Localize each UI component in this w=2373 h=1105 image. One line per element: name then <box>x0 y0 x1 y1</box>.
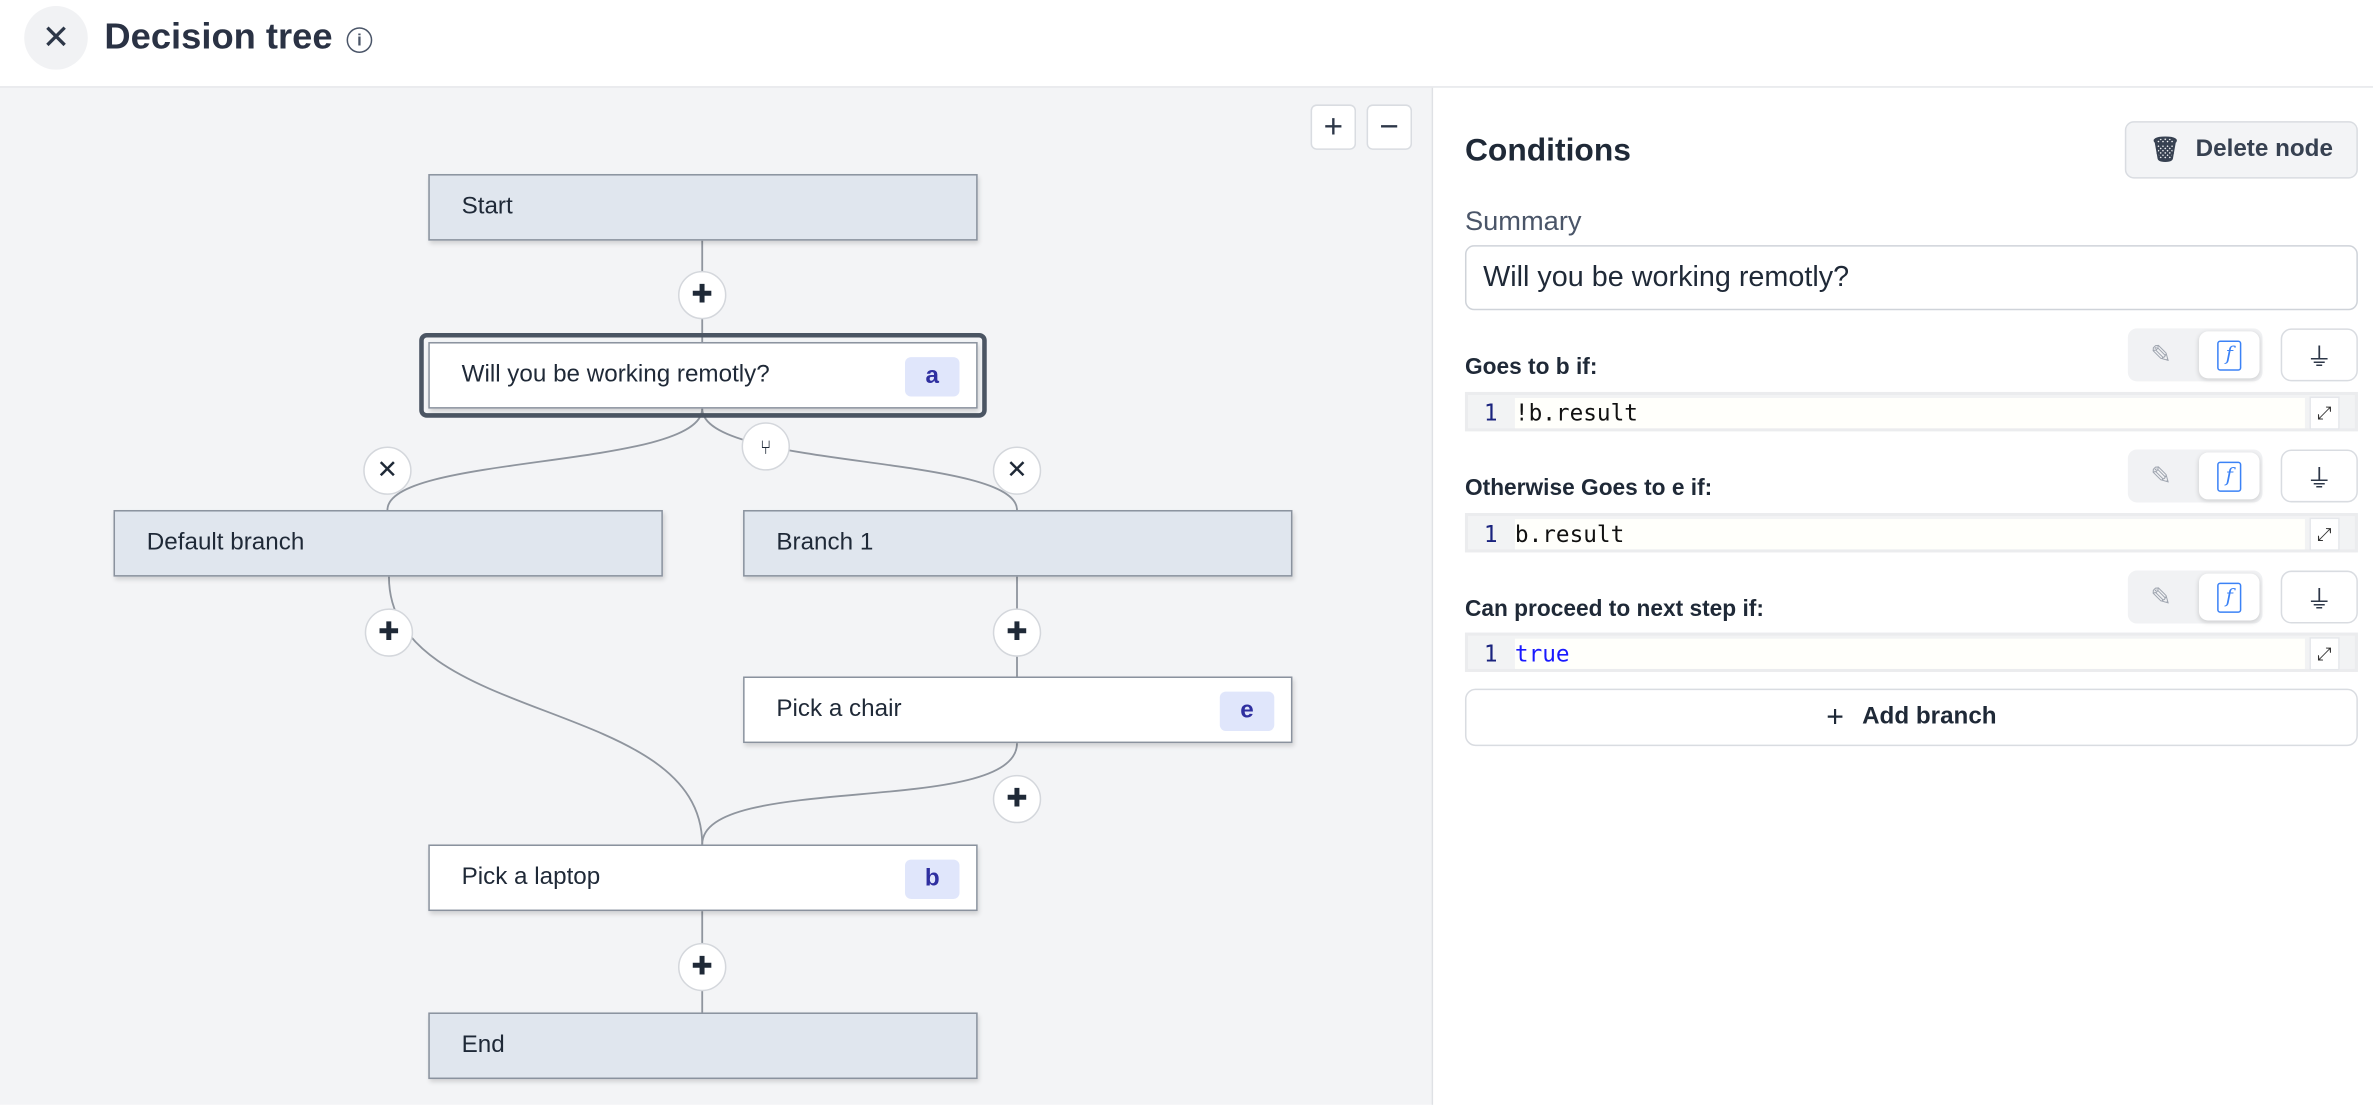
node-default-branch[interactable]: Default branch <box>113 510 663 577</box>
pencil-icon[interactable]: ✎ <box>2150 460 2172 490</box>
pencil-icon[interactable]: ✎ <box>2150 581 2172 611</box>
plus-icon: ✚ <box>691 951 714 981</box>
edge-default-laptop <box>388 576 704 845</box>
mode-toggle-group: ✎ f <box>2127 570 2263 624</box>
plus-icon: ✚ <box>1006 783 1028 813</box>
formula-button[interactable]: f <box>2198 452 2260 500</box>
plug-button[interactable]: ⏚ <box>2280 328 2358 382</box>
line-number: 1 <box>1483 520 1498 548</box>
remove-branch-button[interactable]: ✕ <box>363 446 412 495</box>
line-number: 1 <box>1483 399 1498 427</box>
node-end[interactable]: End <box>428 1012 978 1080</box>
zoom-in-button[interactable]: + <box>1310 104 1357 150</box>
close-icon: ✕ <box>1006 455 1028 485</box>
add-node-button[interactable]: ✚ <box>678 942 727 992</box>
node-label: Will you be working remotly? <box>461 361 770 388</box>
code-editor[interactable]: 1 true ⤢ <box>1464 632 2358 672</box>
node-label: Branch 1 <box>776 529 874 556</box>
mode-toggle-group: ✎ f <box>2127 328 2263 382</box>
condition-label: Can proceed to next step if: <box>1464 596 1764 623</box>
code-text[interactable]: true <box>1514 638 2305 669</box>
trash-icon: 🗑 <box>2149 137 2181 164</box>
conditions-panel: Conditions 🗑 Delete node Summary Will you… <box>1433 87 2373 1105</box>
code-text[interactable]: !b.result <box>1514 398 2305 429</box>
node-start[interactable]: Start <box>428 174 978 241</box>
close-icon: ✕ <box>376 455 399 485</box>
edge-question-branch1 <box>701 408 1018 511</box>
panel-title: Conditions <box>1464 133 1631 168</box>
plus-icon: + <box>1826 699 1844 734</box>
plus-icon: ✚ <box>691 279 714 309</box>
plug-button[interactable]: ⏚ <box>2280 570 2358 624</box>
add-node-button[interactable]: ✚ <box>364 608 414 657</box>
line-number: 1 <box>1483 640 1498 668</box>
node-label: Start <box>461 193 513 220</box>
plug-icon: ⏚ <box>2306 343 2333 373</box>
add-node-button[interactable]: ✚ <box>678 270 727 320</box>
node-pick-chair[interactable]: Pick a chair e <box>743 676 1293 744</box>
page-title: Decision tree <box>104 16 333 58</box>
pencil-icon[interactable]: ✎ <box>2150 339 2172 369</box>
plug-icon: ⏚ <box>2306 464 2333 494</box>
close-icon: ✕ <box>42 18 70 56</box>
plug-button[interactable]: ⏚ <box>2280 449 2358 503</box>
node-question[interactable]: Will you be working remotly? a <box>428 342 978 409</box>
code-editor[interactable]: 1 !b.result ⤢ <box>1464 391 2358 432</box>
add-node-button[interactable]: ✚ <box>992 608 1042 657</box>
close-button[interactable]: ✕ <box>24 6 88 70</box>
function-icon: f <box>2217 339 2242 371</box>
node-label: End <box>461 1032 505 1058</box>
add-branch-label: Add branch <box>1862 703 1997 730</box>
plus-icon: ✚ <box>378 617 400 647</box>
selected-outline <box>419 332 987 418</box>
formula-button[interactable]: f <box>2198 573 2260 621</box>
flow-canvas[interactable]: + − Start ✚ Will you be working remotly?… <box>0 87 1434 1105</box>
condition-label: Otherwise Goes to e if: <box>1464 475 1713 501</box>
formula-button[interactable]: f <box>2198 331 2260 379</box>
node-label: Pick a chair <box>776 696 902 722</box>
code-editor[interactable]: 1 b.result ⤢ <box>1464 513 2358 553</box>
summary-label: Summary <box>1464 205 1582 237</box>
expand-icon[interactable]: ⤢ <box>2309 396 2340 430</box>
node-badge: e <box>1219 691 1275 731</box>
plug-icon: ⏚ <box>2306 585 2333 615</box>
delete-node-button[interactable]: 🗑 Delete node <box>2124 121 2358 179</box>
add-branch-node-button[interactable]: ⑂ <box>741 422 790 471</box>
node-label: Default branch <box>146 529 305 556</box>
expand-icon[interactable]: ⤢ <box>2309 637 2340 671</box>
expand-icon[interactable]: ⤢ <box>2309 517 2340 551</box>
function-icon: f <box>2217 581 2242 613</box>
code-text[interactable]: b.result <box>1514 519 2305 550</box>
condition-label: Goes to b if: <box>1464 354 1598 380</box>
edge-question-default <box>386 408 704 511</box>
remove-branch-button[interactable]: ✕ <box>992 446 1042 495</box>
function-icon: f <box>2217 460 2242 492</box>
info-icon[interactable]: i <box>346 27 373 53</box>
summary-input[interactable]: Will you be working remotly? <box>1464 245 2358 311</box>
edge-chair-laptop <box>701 743 1018 845</box>
zoom-out-button[interactable]: − <box>1366 104 1413 150</box>
node-branch-1[interactable]: Branch 1 <box>743 510 1293 577</box>
connectors <box>386 240 1018 1013</box>
node-label: Pick a laptop <box>461 864 601 890</box>
plus-icon: ✚ <box>1006 617 1028 647</box>
node-badge: b <box>905 859 960 899</box>
node-badge: a <box>905 357 960 397</box>
mode-toggle-group: ✎ f <box>2127 449 2263 503</box>
header: ✕ Decision tree i <box>0 0 2373 88</box>
delete-node-label: Delete node <box>2195 136 2333 162</box>
node-pick-laptop[interactable]: Pick a laptop b <box>428 844 978 912</box>
add-node-button[interactable]: ✚ <box>992 774 1042 824</box>
branch-add-icon: ⑂ <box>759 435 772 458</box>
add-branch-button[interactable]: + Add branch <box>1464 688 2358 747</box>
